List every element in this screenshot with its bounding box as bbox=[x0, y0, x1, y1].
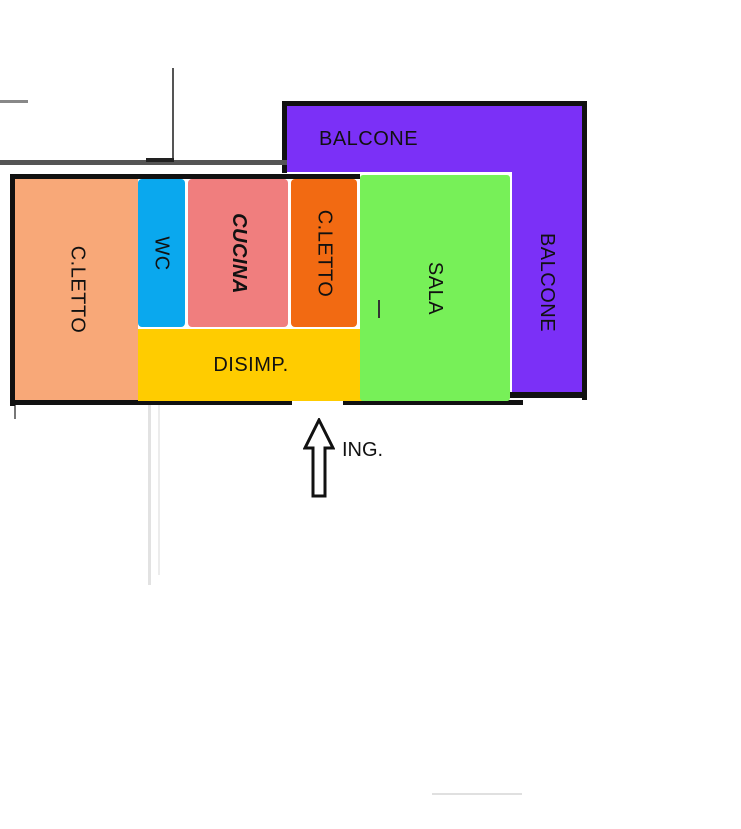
room-camera-2-label: C.LETTO bbox=[313, 209, 336, 297]
room-camera-1-label: C.LETTO bbox=[66, 245, 88, 334]
sketch-line bbox=[14, 405, 16, 419]
room-camera-2: C.LETTO bbox=[291, 179, 357, 327]
door-mark bbox=[146, 158, 174, 162]
sketch-line bbox=[172, 68, 174, 160]
wall bbox=[282, 101, 287, 173]
room-camera-1: C.LETTO bbox=[15, 179, 138, 400]
wall bbox=[510, 392, 587, 398]
sketch-line bbox=[432, 793, 522, 795]
wall bbox=[343, 400, 523, 405]
wall bbox=[10, 400, 292, 405]
entrance-label: ING. bbox=[342, 439, 384, 461]
wall bbox=[0, 160, 290, 165]
room-balcone-right: BALCONE bbox=[512, 172, 582, 392]
room-sala: SALA bbox=[360, 175, 510, 401]
room-wc-label: WC bbox=[150, 235, 173, 271]
room-balcone-right-label: BALCONE bbox=[536, 232, 559, 332]
wall bbox=[10, 174, 360, 179]
room-wc: WC bbox=[138, 179, 185, 327]
wall bbox=[10, 174, 15, 406]
room-balcone-top: BALCONE bbox=[287, 106, 582, 172]
sketch-line bbox=[158, 405, 160, 575]
room-cucina-label: CUCINA bbox=[227, 212, 250, 294]
room-balcone-top-label: BALCONE bbox=[319, 127, 419, 150]
wall bbox=[282, 101, 587, 106]
sketch-line bbox=[0, 100, 28, 103]
room-sala-label: SALA bbox=[424, 261, 447, 315]
entrance-arrow-icon bbox=[303, 418, 335, 498]
room-disimpegno: DISIMP. bbox=[138, 329, 364, 401]
door-mark bbox=[378, 300, 380, 318]
room-cucina: CUCINA bbox=[188, 179, 288, 327]
room-disimpegno-label: DISIMP. bbox=[213, 353, 289, 376]
sketch-line bbox=[148, 405, 151, 585]
wall bbox=[582, 101, 587, 400]
